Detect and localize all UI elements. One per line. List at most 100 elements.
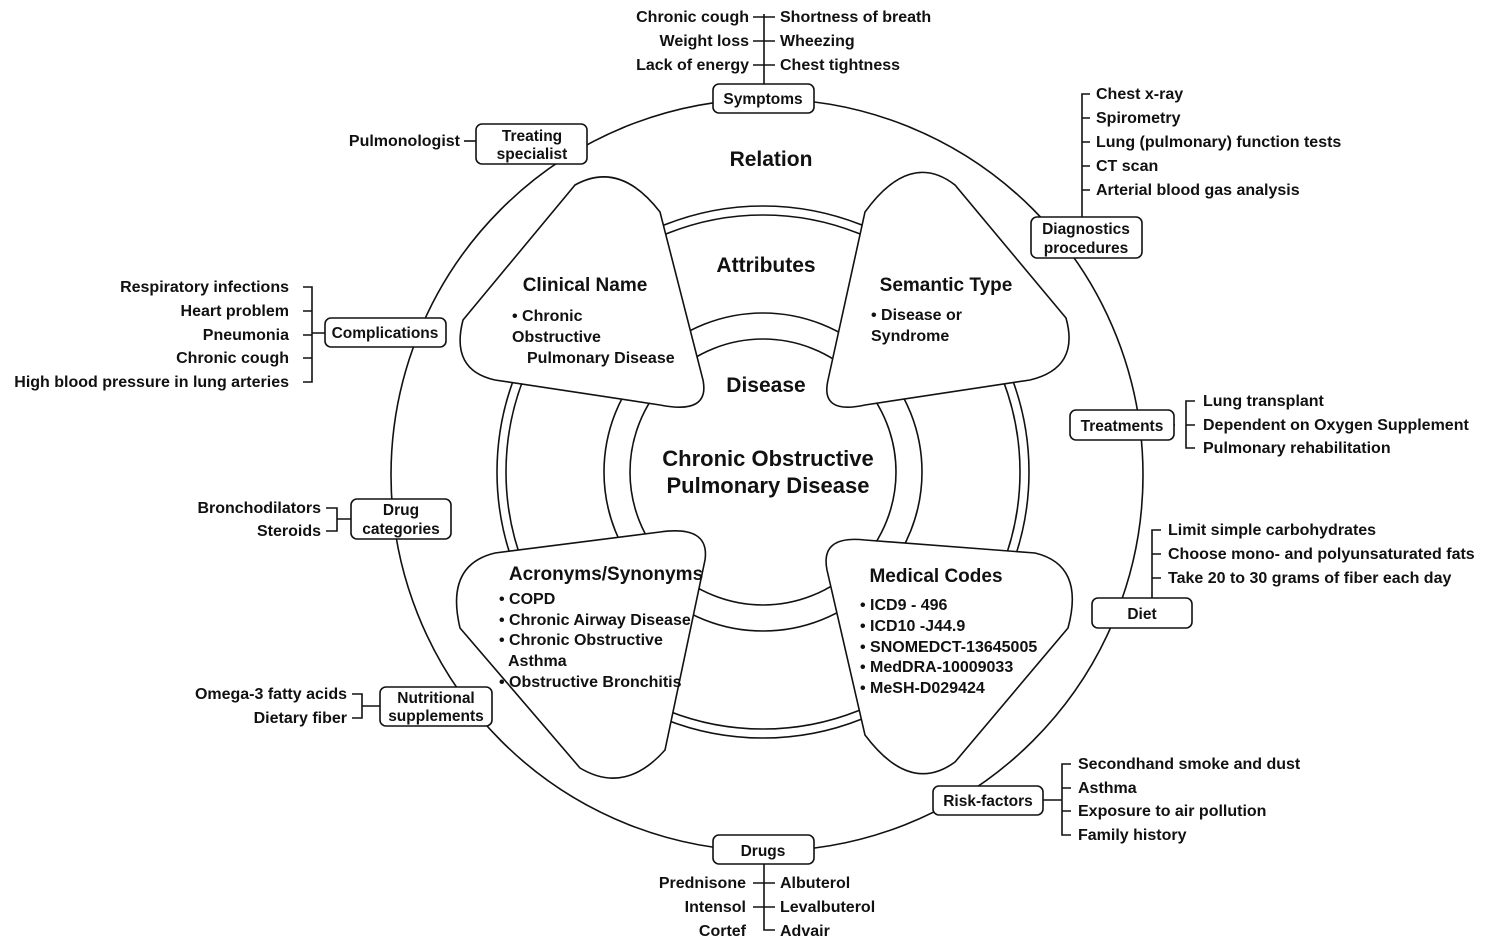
nutritional-supplement-item-2: Dietary fiber [254,710,347,727]
complication-item-1: Respiratory infections [120,279,289,296]
clinical-name-line-3: Pulmonary Disease [527,350,675,367]
symptoms-label: Symptoms [723,91,802,108]
medical-codes-line-1: • ICD9 - 496 [860,597,948,614]
diet-label: Diet [1127,606,1156,623]
clinical-name-content: Clinical Name • Chronic Obstructive Pulm… [512,275,675,367]
nutritional-supplements-box [379,686,493,727]
complication-item-5: High blood pressure in lung arteries [14,374,289,391]
medical-codes-content: Medical Codes • ICD9 - 496 • ICD10 -J44.… [860,566,1037,697]
risk-factors-box [932,785,1044,816]
risk-factors-relation: Risk-factors Secondhand smoke and dust A… [932,756,1301,844]
medical-codes-title: Medical Codes [869,566,1002,587]
acronyms-line-2: • Chronic Airway Disease [499,612,691,629]
nutritional-supplements-label-2: supplements [388,708,484,725]
complication-item-2: Heart problem [181,303,289,320]
acronyms-content: Acronyms/Synonyms • COPD • Chronic Airwa… [499,564,703,691]
nutritional-supplements-relation: Nutritional supplements Omega-3 fatty ac… [195,686,493,727]
treating-specialist-item-1: Pulmonologist [349,133,461,150]
diet-box [1091,597,1193,629]
nutritional-supplements-label-1: Nutritional [397,690,475,707]
acronyms-line-5: • Obstructive Bronchitis [499,674,682,691]
attributes-label: Attributes [716,254,815,277]
attributes-ring-outer [496,205,1030,739]
clinical-name-petal [459,176,705,409]
disease-ring-inner [629,338,897,606]
acronyms-petal [455,530,707,779]
disease-label: Disease [726,374,805,397]
drug-left-1: Prednisone [659,875,746,892]
treatment-item-2: Dependent on Oxygen Supplement [1203,417,1469,434]
treatments-relation: Treatments Lung transplant Dependent on … [1069,393,1469,457]
symptoms-box [712,83,815,114]
clinical-name-title: Clinical Name [523,275,648,296]
acronyms-line-1: • COPD [499,591,555,608]
medical-codes-line-3: • SNOMEDCT-13645005 [860,639,1037,656]
diagnostic-item-3: Lung (pulmonary) function tests [1096,134,1341,151]
drug-categories-box [350,498,452,540]
clinical-name-line-1: • Chronic [512,308,583,325]
diagnostics-relation: Diagnostics procedures Chest x-ray Spiro… [1030,86,1341,259]
nutritional-supplement-item-1: Omega-3 fatty acids [195,686,347,703]
disease-ring-outer [603,312,923,632]
diagnostic-item-2: Spirometry [1096,110,1181,127]
diagnostics-label-2: procedures [1044,240,1128,257]
treatment-item-1: Lung transplant [1203,393,1325,410]
drug-categories-relation: Drug categories Bronchodilators Steroids [197,498,452,540]
symptom-right-3: Chest tightness [780,57,900,74]
diagnostics-label-1: Diagnostics [1042,221,1130,238]
diagnostic-item-5: Arterial blood gas analysis [1096,182,1300,199]
complication-item-4: Chronic cough [176,350,289,367]
symptom-right-1: Shortness of breath [780,9,931,26]
diagnostic-item-4: CT scan [1096,158,1158,175]
drug-category-item-1: Bronchodilators [197,500,321,517]
diet-item-1: Limit simple carbohydrates [1168,522,1376,539]
drugs-box [712,834,815,865]
treatments-box [1069,409,1175,441]
center-title-line-2: Pulmonary Disease [667,473,870,498]
acronyms-line-4: Asthma [508,653,567,670]
risk-factor-item-2: Asthma [1078,780,1137,797]
complication-item-3: Pneumonia [203,327,289,344]
complications-label: Complications [332,325,439,342]
diagnostics-box [1030,216,1143,259]
treating-specialist-relation: Treating specialist Pulmonologist [349,123,588,165]
center-title-line-1: Chronic Obstructive [662,446,873,471]
risk-factor-item-4: Family history [1078,827,1187,844]
diet-item-2: Choose mono- and polyunsaturated fats [1168,546,1475,563]
medical-codes-line-4: • MedDRA-10009033 [860,659,1013,676]
medical-codes-line-2: • ICD10 -J44.9 [860,618,965,635]
medical-codes-line-5: • MeSH-D029424 [860,680,985,697]
risk-factor-item-3: Exposure to air pollution [1078,803,1266,820]
risk-factors-label: Risk-factors [943,793,1033,810]
drug-categories-label-1: Drug [383,502,419,519]
symptom-left-2: Weight loss [660,33,750,50]
acronyms-title: Acronyms/Synonyms [509,564,703,585]
semantic-type-petal [826,171,1070,409]
attributes-ring-inner [505,214,1021,730]
relation-label: Relation [730,148,813,171]
drug-right-3: Advair [780,923,830,940]
symptom-left-3: Lack of energy [636,57,749,74]
symptoms-relation: Symptoms Chronic cough Weight loss Lack … [636,9,931,114]
semantic-type-title: Semantic Type [880,275,1013,296]
drug-category-item-2: Steroids [257,523,321,540]
drugs-label: Drugs [741,843,786,860]
symptom-right-2: Wheezing [780,33,855,50]
acronyms-line-3: • Chronic Obstructive [499,632,663,649]
drug-categories-label-2: categories [362,521,440,538]
symptom-left-1: Chronic cough [636,9,749,26]
semantic-type-line-1: • Disease or [871,307,962,324]
diet-relation: Diet Limit simple carbohydrates Choose m… [1091,522,1475,629]
semantic-type-line-2: Syndrome [871,328,949,345]
treating-specialist-label-1: Treating [502,128,562,145]
drug-right-2: Levalbuterol [780,899,875,916]
clinical-name-line-2: Obstructive [512,329,601,346]
treating-specialist-label-2: specialist [497,146,568,163]
medical-codes-petal [825,538,1074,775]
treating-specialist-box [475,123,588,165]
drug-left-2: Intensol [685,899,746,916]
drug-right-1: Albuterol [780,875,850,892]
drug-left-3: Cortef [699,923,747,940]
risk-factor-item-1: Secondhand smoke and dust [1078,756,1301,773]
